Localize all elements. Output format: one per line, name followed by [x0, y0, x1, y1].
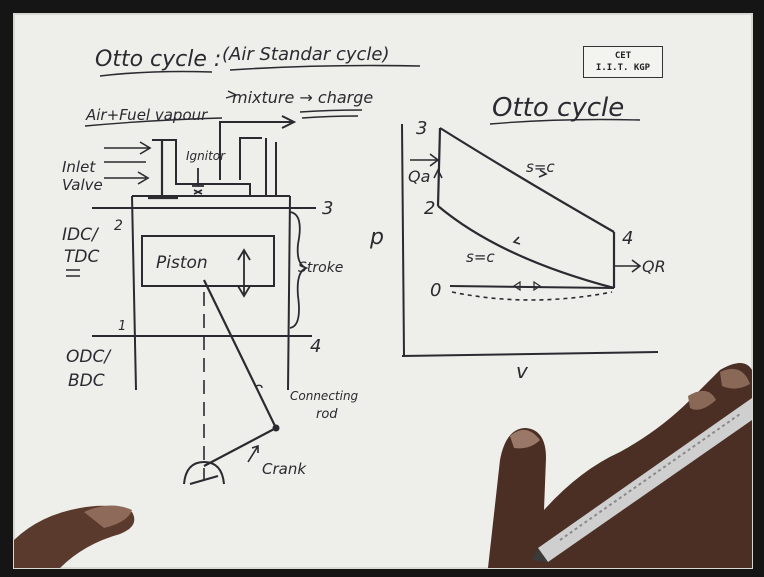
bdc-point-4: 4	[310, 336, 321, 357]
heat-out-label: QR	[642, 257, 666, 276]
bdc-point-1: 1	[118, 319, 126, 334]
pv-y-axis-label: p	[369, 225, 384, 250]
tdc-label-2: TDC	[64, 247, 99, 267]
heading-sub: (Air Standar cycle)	[222, 44, 390, 65]
expansion-label: s=c	[526, 158, 555, 176]
heading-main: Otto cycle :	[95, 47, 221, 72]
pv-point-3: 3	[416, 118, 427, 139]
tdc-point-3: 3	[322, 198, 333, 219]
cet-iit-kgp-logo: CET I.I.T. KGP	[583, 46, 663, 78]
crank-pin	[273, 425, 280, 432]
pv-point-0: 0	[430, 280, 441, 301]
logo-line-2: I.I.T. KGP	[584, 62, 662, 74]
bdc-label-1: ODC/	[66, 347, 112, 367]
crank-label: Crank	[262, 460, 307, 478]
logo-line-1: CET	[584, 50, 662, 62]
igniter-label: Ignitor	[186, 149, 226, 163]
heat-in-label: Qa	[408, 167, 430, 186]
compression-label: s=c	[466, 248, 495, 266]
piston-label: Piston	[156, 253, 208, 273]
pv-point-2: 2	[424, 198, 435, 219]
connecting-rod-label-1: Connecting	[290, 389, 359, 403]
connecting-rod-label-2: rod	[316, 407, 338, 422]
mixture-note: mixture → charge	[232, 88, 373, 107]
bdc-label-2: BDC	[68, 371, 105, 391]
pv-x-axis-label: v	[516, 359, 529, 383]
inlet-valve-label-1: Inlet	[62, 158, 96, 176]
pv-title: Otto cycle	[492, 93, 624, 123]
tdc-label-1: IDC/	[62, 225, 100, 245]
tdc-point-2: 2	[114, 218, 123, 234]
pv-point-4: 4	[622, 228, 633, 249]
stroke-label: Stroke	[298, 260, 343, 276]
inlet-valve-label-2: Valve	[62, 176, 103, 194]
